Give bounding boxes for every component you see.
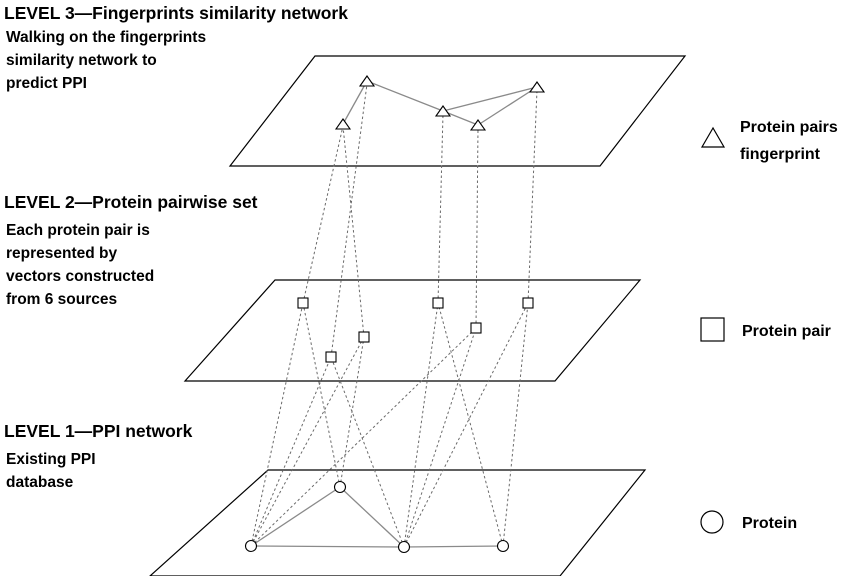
level1-nodes xyxy=(244,480,510,554)
similarity-edge xyxy=(366,80,444,112)
protein-pair-link xyxy=(250,302,304,547)
square-icon xyxy=(700,317,725,342)
triangle-icon xyxy=(700,126,726,148)
protein-pair-link xyxy=(339,336,365,488)
level2-title: LEVEL 2—Protein pairwise set xyxy=(4,192,258,212)
protein-pair-node xyxy=(432,297,444,309)
ppi-edge xyxy=(250,486,341,547)
protein-node xyxy=(496,539,510,553)
protein-pair-link xyxy=(250,356,332,547)
fingerprint-node xyxy=(528,81,546,93)
level2-plane xyxy=(183,279,642,382)
fingerprint-node xyxy=(358,75,376,87)
ppi-edge xyxy=(339,486,405,548)
level2-nodes xyxy=(297,297,534,363)
fingerprint-link xyxy=(527,89,538,304)
protein-pair-link xyxy=(302,302,341,488)
level1-description: Existing PPI database xyxy=(6,451,100,491)
level2-to-level3-links xyxy=(302,83,538,358)
protein-node xyxy=(244,539,258,553)
protein-pair-node xyxy=(297,297,309,309)
fingerprint-link xyxy=(342,125,365,338)
similarity-edge xyxy=(442,110,479,126)
protein-pair-node xyxy=(325,351,337,363)
fingerprint-link xyxy=(302,125,344,304)
protein-pair-node xyxy=(522,297,534,309)
fingerprint-link xyxy=(330,83,368,358)
level2-text: LEVEL 2—Protein pairwise set Each protei… xyxy=(4,192,258,308)
similarity-edge xyxy=(477,86,538,126)
level1-to-level2-links xyxy=(250,302,529,548)
fingerprint-node xyxy=(434,105,452,117)
level3-edges xyxy=(342,80,538,126)
level3-text: LEVEL 3—Fingerprints similarity network … xyxy=(4,3,348,92)
level1-edges xyxy=(250,486,504,548)
level1-title: LEVEL 1—PPI network xyxy=(4,421,193,441)
legend-protein-label: Protein xyxy=(742,515,797,532)
fingerprint-link xyxy=(437,113,444,304)
protein-pair-link xyxy=(403,327,477,548)
level3-description: Walking on the fingerprints similarity n… xyxy=(6,29,210,92)
level1-plane xyxy=(149,469,647,576)
protein-pair-link xyxy=(502,302,529,547)
fingerprint-node xyxy=(334,118,352,130)
protein-node xyxy=(333,480,347,494)
ppi-edge xyxy=(403,545,504,548)
protein-pair-node xyxy=(470,322,482,334)
legend-pair-label: Protein pair xyxy=(742,323,831,340)
protein-pair-link xyxy=(250,327,477,547)
legend-fingerprint-label: Protein pairs fingerprint xyxy=(740,119,842,163)
legend: Protein pairs fingerprint Protein pair P… xyxy=(700,119,842,534)
circle-icon xyxy=(700,510,724,534)
level3-nodes xyxy=(334,75,546,131)
fingerprint-node xyxy=(469,119,487,131)
fingerprint-link xyxy=(475,127,479,329)
protein-pair-node xyxy=(358,331,370,343)
similarity-edge xyxy=(442,86,538,112)
level3-title: LEVEL 3—Fingerprints similarity network xyxy=(4,3,348,23)
protein-pair-link xyxy=(403,302,529,548)
level2-description: Each protein pair is represented by vect… xyxy=(6,222,158,308)
protein-pair-link xyxy=(403,302,439,548)
level1-text: LEVEL 1—PPI network Existing PPI databas… xyxy=(4,421,193,491)
protein-pair-link xyxy=(330,356,405,548)
protein-node xyxy=(397,540,411,554)
ppi-edge xyxy=(250,545,405,548)
similarity-edge xyxy=(342,80,368,125)
protein-pair-link xyxy=(437,302,504,547)
level3-plane xyxy=(228,55,687,167)
